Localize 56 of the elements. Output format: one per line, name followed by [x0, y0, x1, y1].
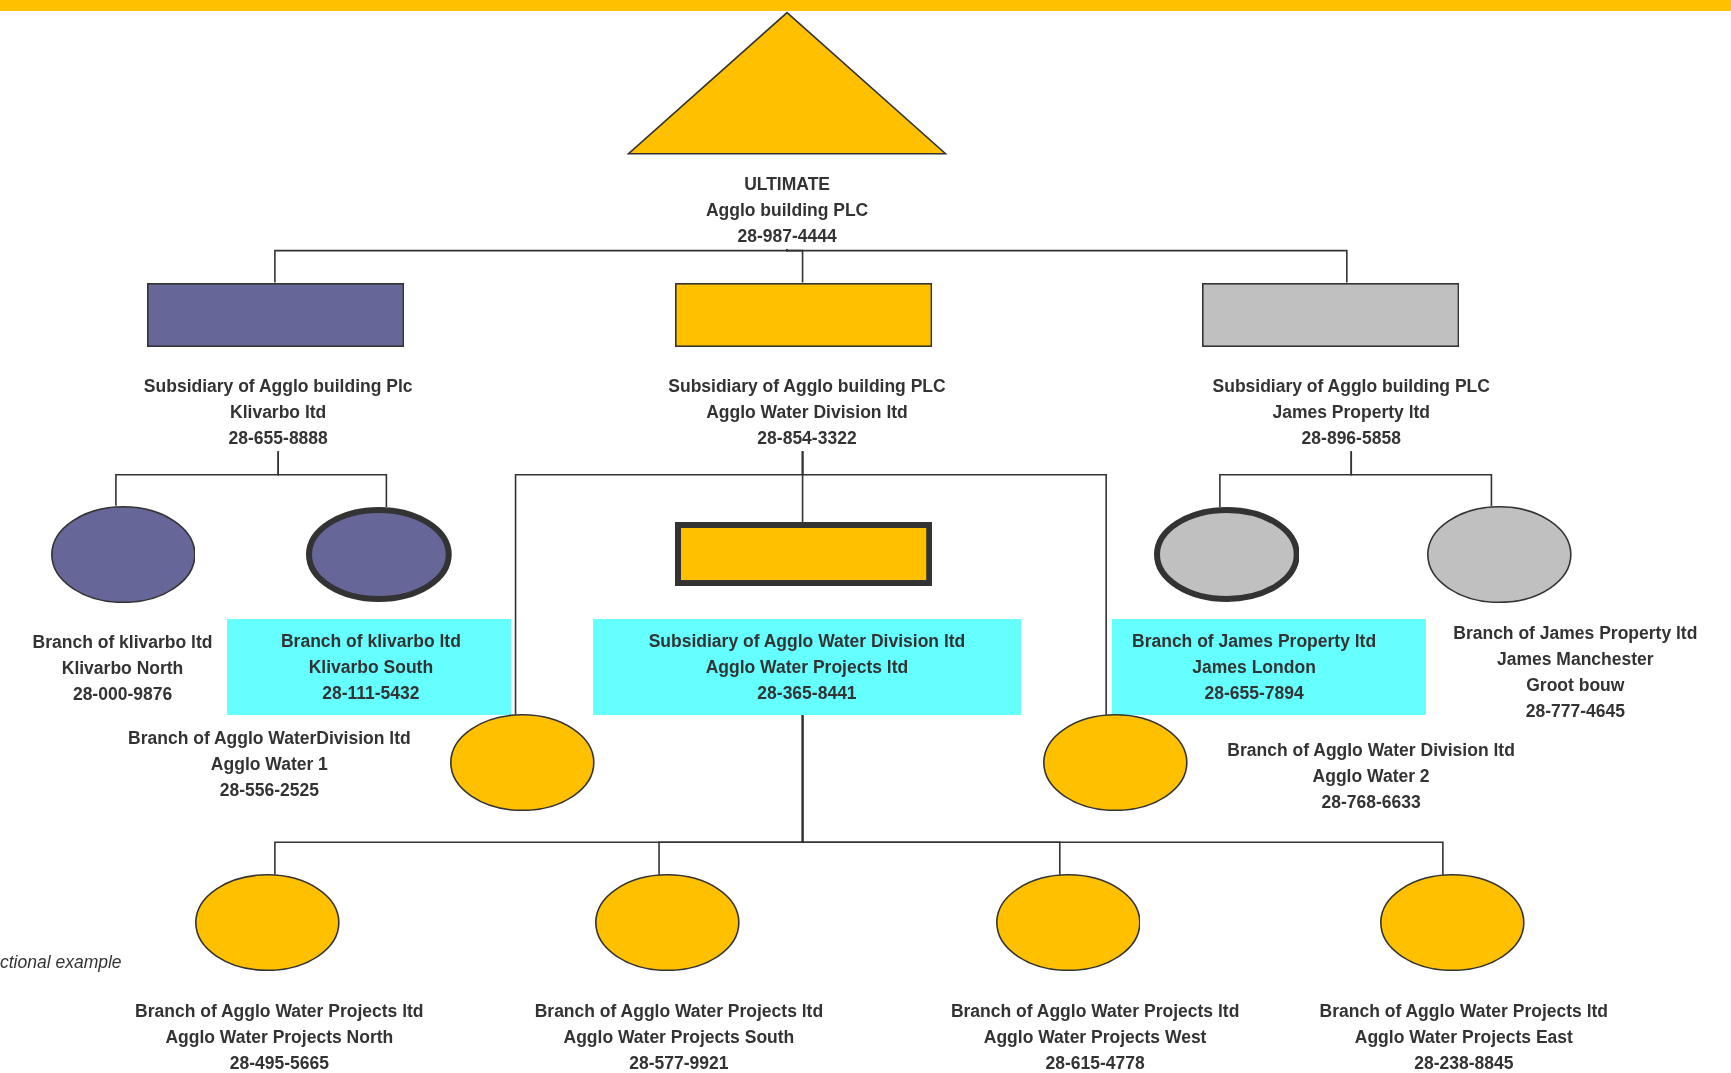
company-label: Agglo Water Projects North	[165, 1025, 394, 1049]
company-label: Klivarbo North	[61, 657, 184, 681]
company-label: Klivarbo ltd	[230, 401, 327, 425]
company-label: Branch of Agglo Water Division ltd	[1227, 739, 1515, 763]
highlighted-label-box	[1111, 619, 1427, 716]
company-label: Branch of James Property ltd	[1453, 622, 1698, 646]
company-label: Subsidiary of Agglo building PLC	[668, 375, 946, 399]
company-label: Klivarbo South	[308, 656, 434, 680]
company-label: Branch of Agglo WaterDivision ltd	[128, 727, 411, 751]
company-label: 28-655-8888	[228, 427, 328, 451]
company-label: 28-655-7894	[1204, 682, 1304, 706]
company-label: 28-495-5665	[229, 1051, 329, 1073]
highlighted-label-box	[227, 619, 512, 716]
company-label: Branch of klivarbo ltd	[32, 631, 213, 655]
highlighted-label-box	[592, 619, 1022, 716]
company-label: Groot bouw	[1526, 674, 1625, 698]
connector-line	[801, 450, 1107, 716]
note-text: ctional example	[0, 952, 122, 973]
company-label: 28-111-5432	[322, 682, 420, 706]
company-label: Agglo Water Projects South	[563, 1025, 795, 1049]
company-label: 28-238-8845	[1414, 1051, 1514, 1073]
company-label: James Property ltd	[1272, 401, 1430, 425]
company-label: 28-556-2525	[219, 779, 319, 803]
connector-line	[1350, 450, 1493, 507]
company-label: James London	[1192, 656, 1316, 680]
company-label: Subsidiary of Agglo building Plc	[143, 375, 413, 399]
company-label: James Manchester	[1497, 648, 1654, 672]
company-label: 28-896-5858	[1301, 427, 1401, 451]
company-label: 28-365-8441	[757, 682, 857, 706]
company-label: 28-987-4444	[737, 225, 837, 249]
company-label: Agglo Water Division ltd	[706, 401, 908, 425]
company-label: Subsidiary of Agglo Water Division ltd	[648, 630, 966, 654]
company-label: Agglo Water 1	[210, 753, 328, 777]
company-label: Branch of Agglo Water Projects ltd	[534, 999, 824, 1023]
company-label: Agglo Water Projects East	[1354, 1025, 1573, 1049]
company-label: Branch of James Property ltd	[1132, 630, 1377, 654]
company-label: Agglo Water Projects West	[983, 1025, 1207, 1049]
company-label: 28-854-3322	[757, 427, 857, 451]
company-label: 28-615-4778	[1045, 1051, 1145, 1073]
connector-line	[801, 714, 1444, 876]
connector-line	[277, 450, 388, 508]
company-label: 28-577-9921	[629, 1051, 729, 1073]
company-label: 28-777-4645	[1525, 700, 1625, 724]
company-label: 28-768-6633	[1321, 791, 1421, 815]
company-label: Branch of klivarbo ltd	[280, 630, 461, 654]
company-label: ULTIMATE	[744, 173, 830, 197]
connector-line	[274, 248, 788, 284]
company-label: Branch of Agglo Water Projects ltd	[135, 999, 424, 1023]
company-label: Subsidiary of Agglo building PLC	[1212, 375, 1490, 399]
connector-line	[786, 248, 1348, 284]
company-label: Agglo Water 2	[1312, 765, 1430, 789]
company-label: Branch of Agglo Water Projects ltd	[1319, 999, 1609, 1023]
company-label: Agglo building PLC	[705, 199, 869, 223]
company-label: 28-000-9876	[72, 683, 173, 707]
company-label: Agglo Water Projects ltd	[705, 656, 909, 680]
company-label: Branch of Agglo Water Projects ltd	[950, 999, 1240, 1023]
